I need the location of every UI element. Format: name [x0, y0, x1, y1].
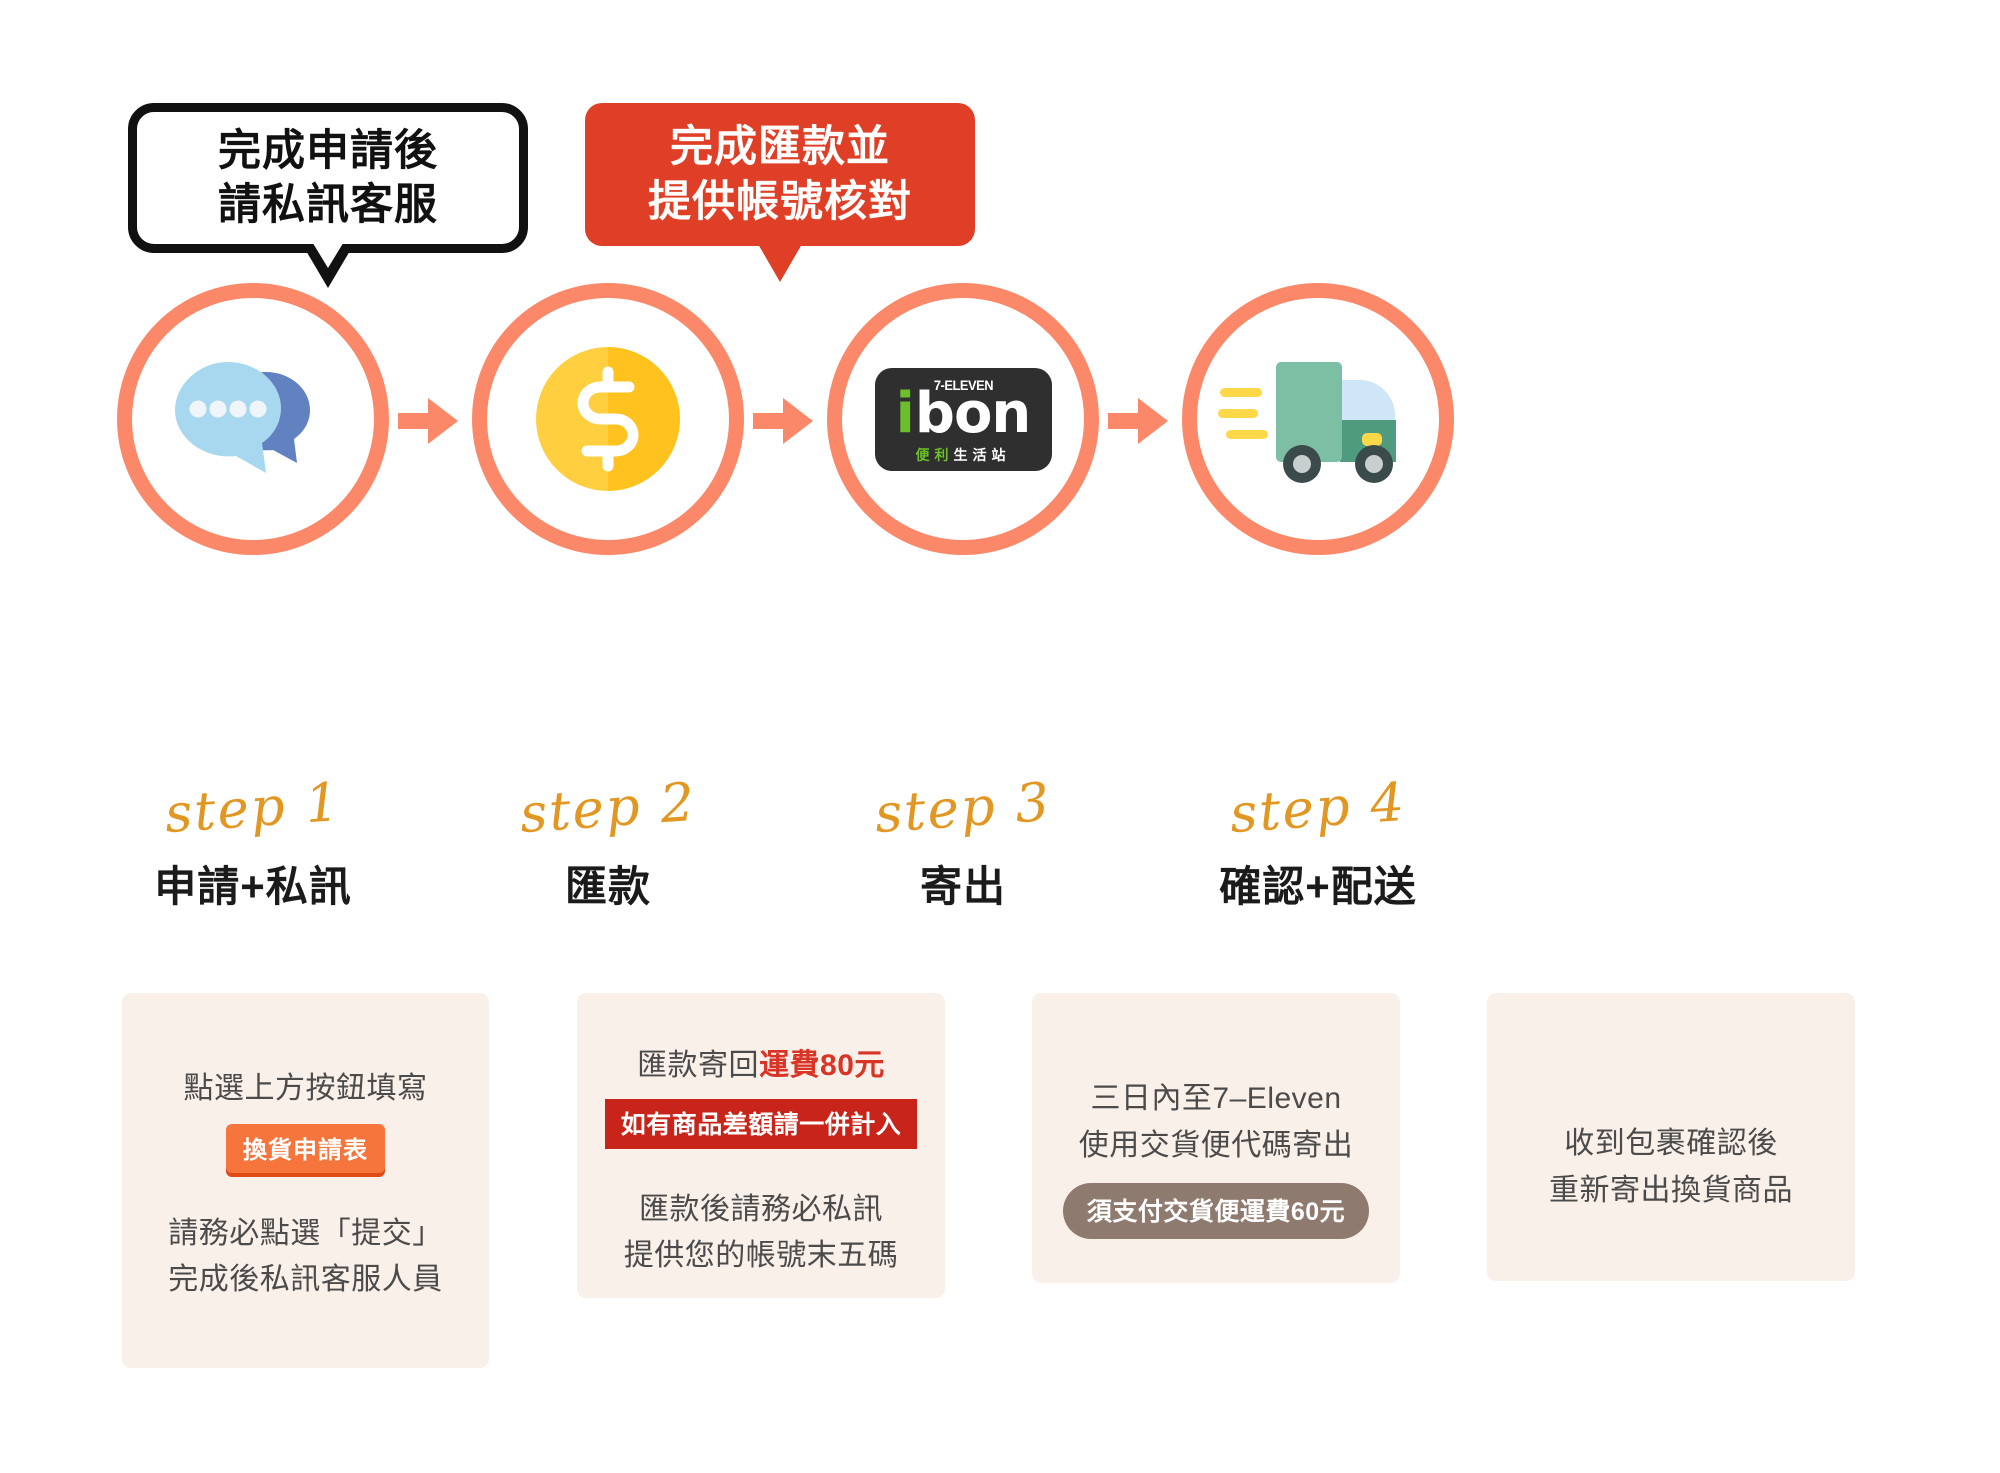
- card4-line1: 收到包裹確認後: [1564, 1127, 1778, 1160]
- card1-line1: 點選上方按鈕填寫: [183, 1072, 428, 1105]
- shipping-fee-note: 須支付交貨便運費60元: [1062, 1183, 1370, 1239]
- step-script-3: step 3: [872, 771, 1054, 846]
- step-circle-4: [1182, 283, 1454, 555]
- dollar-coin-icon: [536, 347, 680, 491]
- bubble-tail-fill: [311, 240, 345, 268]
- step-circle-3: 7-ELEVEN ibon 便利生活站: [827, 283, 1099, 555]
- step-title-2: 匯款: [564, 863, 651, 910]
- card2-line3: 提供您的帳號末五碼: [623, 1239, 899, 1272]
- step-card-3: 三日內至7–Eleven 使用交貨便代碼寄出 須支付交貨便運費60元: [1032, 993, 1400, 1283]
- delivery-truck-icon: [1218, 362, 1396, 483]
- apply-callout-text: 完成申請後 請私訊客服: [218, 126, 438, 229]
- card1-line3: 完成後私訊客服人員: [168, 1263, 443, 1296]
- step-card-1: 點選上方按鈕填寫 換貨申請表 請務必點選「提交」 完成後私訊客服人員: [122, 993, 489, 1368]
- flow-arrow-2-to-3: [753, 398, 813, 444]
- step-label-1: step 1 申請+私訊: [93, 772, 413, 914]
- bubble-tail-red: [758, 244, 802, 282]
- card2-line1-plain: 匯款寄回: [637, 1049, 760, 1082]
- step-title-4: 確認+配送: [1219, 863, 1417, 910]
- step-circle-2: [472, 283, 744, 555]
- step-script-2: step 2: [517, 771, 699, 846]
- flow-arrow-3-to-4: [1108, 398, 1168, 444]
- step-script-4: step 4: [1227, 771, 1409, 846]
- step-title-1: 申請+私訊: [154, 863, 352, 910]
- ibon-logo-icon: 7-ELEVEN ibon 便利生活站: [874, 367, 1052, 471]
- ibon-brand-top: 7-ELEVEN: [933, 376, 993, 393]
- apply-callout-bubble: 完成申請後 請私訊客服: [128, 103, 528, 288]
- step-label-4: step 4 確認+配送: [1158, 772, 1478, 914]
- flow-arrow-1-to-2: [398, 398, 458, 444]
- step-circle-1: [117, 283, 389, 555]
- exchange-form-button[interactable]: 換貨申請表: [226, 1123, 385, 1173]
- step-script-1: step 1: [162, 771, 344, 846]
- step-label-2: step 2 匯款: [448, 772, 768, 914]
- card2-line1: 匯款寄回運費80元: [637, 1043, 885, 1090]
- step-label-3: step 3 寄出: [803, 772, 1123, 914]
- card1-line2: 請務必點選「提交」: [168, 1216, 443, 1250]
- step-title-3: 寄出: [919, 863, 1006, 910]
- remit-callout-text: 完成匯款並 提供帳號核對: [648, 123, 912, 226]
- price-difference-note: 如有商品差額請一併計入: [604, 1098, 918, 1149]
- chat-bubbles-icon: [175, 362, 310, 473]
- step-card-2: 匯款寄回運費80元 如有商品差額請一併計入 匯款後請務必私訊 提供您的帳號末五碼: [577, 993, 945, 1298]
- card2-line2: 匯款後請務必私訊: [639, 1192, 883, 1226]
- remit-callout-bubble: 完成匯款並 提供帳號核對: [585, 103, 975, 282]
- card4-line2: 重新寄出換貨商品: [1549, 1173, 1793, 1207]
- card2-line1-highlight: 運費80元: [759, 1049, 885, 1082]
- card3-line2: 使用交貨便代碼寄出: [1078, 1128, 1354, 1162]
- step-card-4: 收到包裹確認後 重新寄出換貨商品: [1487, 993, 1855, 1281]
- card3-line1: 三日內至7–Eleven: [1090, 1082, 1342, 1115]
